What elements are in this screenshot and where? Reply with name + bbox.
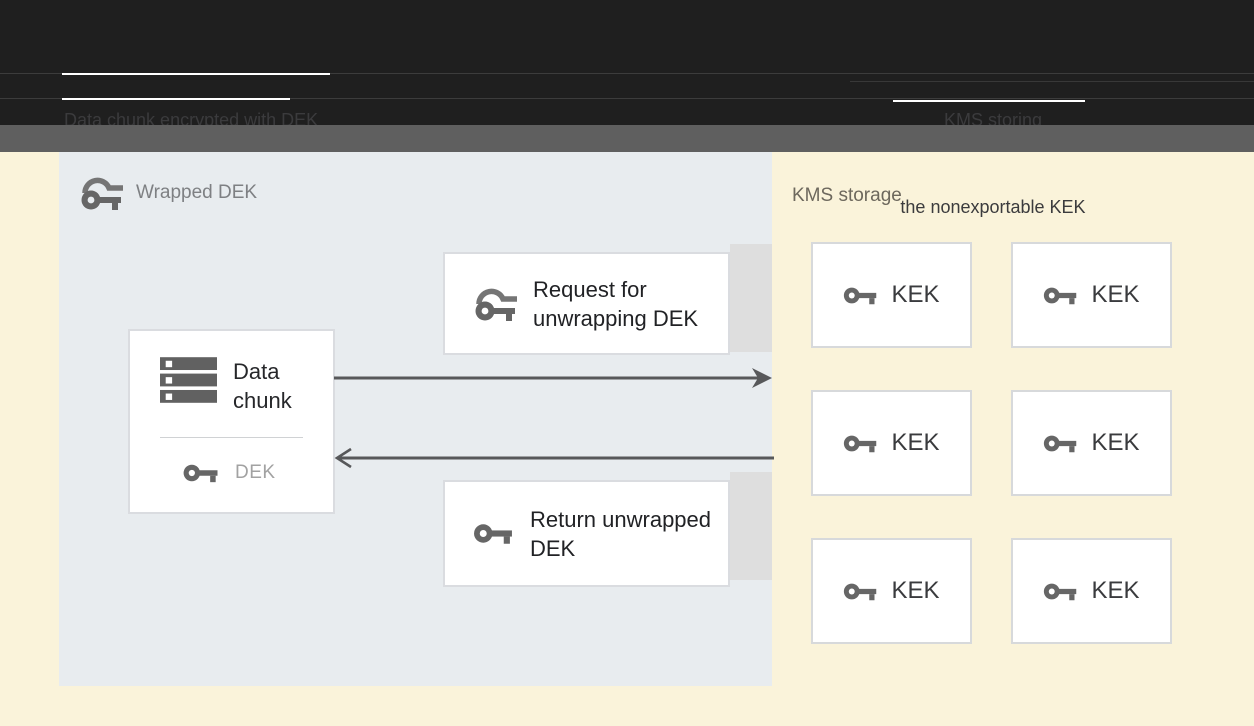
vpn-key-icon [843, 285, 878, 306]
kms-storage-label: KMS storage [792, 185, 902, 206]
kms-key-icon [79, 175, 123, 211]
kek-box-6: KEK [1011, 538, 1172, 644]
request-unwrap-label: Request for unwrapping DEK [533, 276, 699, 331]
vpn-key-icon [1043, 433, 1078, 454]
vpn-key-icon [843, 581, 878, 602]
wrapped-dek-label: Wrapped DEK [136, 182, 258, 203]
vpn-key-icon [843, 433, 878, 454]
storage-stack-icon [160, 357, 217, 403]
request-box-tab [730, 244, 772, 352]
kek-box-5: KEK [811, 538, 972, 644]
arrow-left [334, 447, 774, 469]
vpn-key-icon [1043, 285, 1078, 306]
arrow-right [334, 367, 774, 389]
request-unwrap-box: Request for unwrapping DEK [443, 252, 730, 355]
header-streak [0, 73, 1254, 74]
kek-label: KEK [891, 281, 940, 308]
vpn-key-icon [182, 462, 220, 484]
header-band: Data chunk encrypted with DEK and stored… [0, 0, 1254, 217]
header-caption-right-line2: the nonexportable KEK [900, 197, 1086, 217]
kms-key-icon [473, 286, 517, 322]
kek-box-2: KEK [1011, 242, 1172, 348]
kek-box-3: KEK [811, 390, 972, 496]
header-streak [0, 98, 1254, 99]
wrapped-dek-panel-title: Wrapped DEK [79, 175, 257, 211]
header-streak [893, 100, 1085, 102]
kek-label: KEK [1091, 429, 1140, 456]
return-unwrap-label: Return unwrapped DEK [530, 506, 712, 561]
data-chunk-box: Data chunk DEK [128, 329, 335, 514]
header-streak [850, 81, 1254, 82]
kek-box-1: KEK [811, 242, 972, 348]
return-box-tab [730, 472, 772, 580]
return-unwrap-box: Return unwrapped DEK [443, 480, 730, 587]
kek-label: KEK [891, 577, 940, 604]
data-chunk-label: Data chunk [233, 359, 292, 413]
kek-label: KEK [1091, 281, 1140, 308]
header-streak [62, 73, 330, 75]
header-gray-strip [0, 125, 1254, 152]
kek-box-4: KEK [1011, 390, 1172, 496]
header-streak [62, 98, 290, 100]
vpn-key-icon [473, 521, 514, 546]
vpn-key-icon [1043, 581, 1078, 602]
kek-label: KEK [1091, 577, 1140, 604]
kek-label: KEK [891, 429, 940, 456]
data-chunk-divider [160, 437, 303, 438]
dek-label: DEK [235, 462, 276, 483]
